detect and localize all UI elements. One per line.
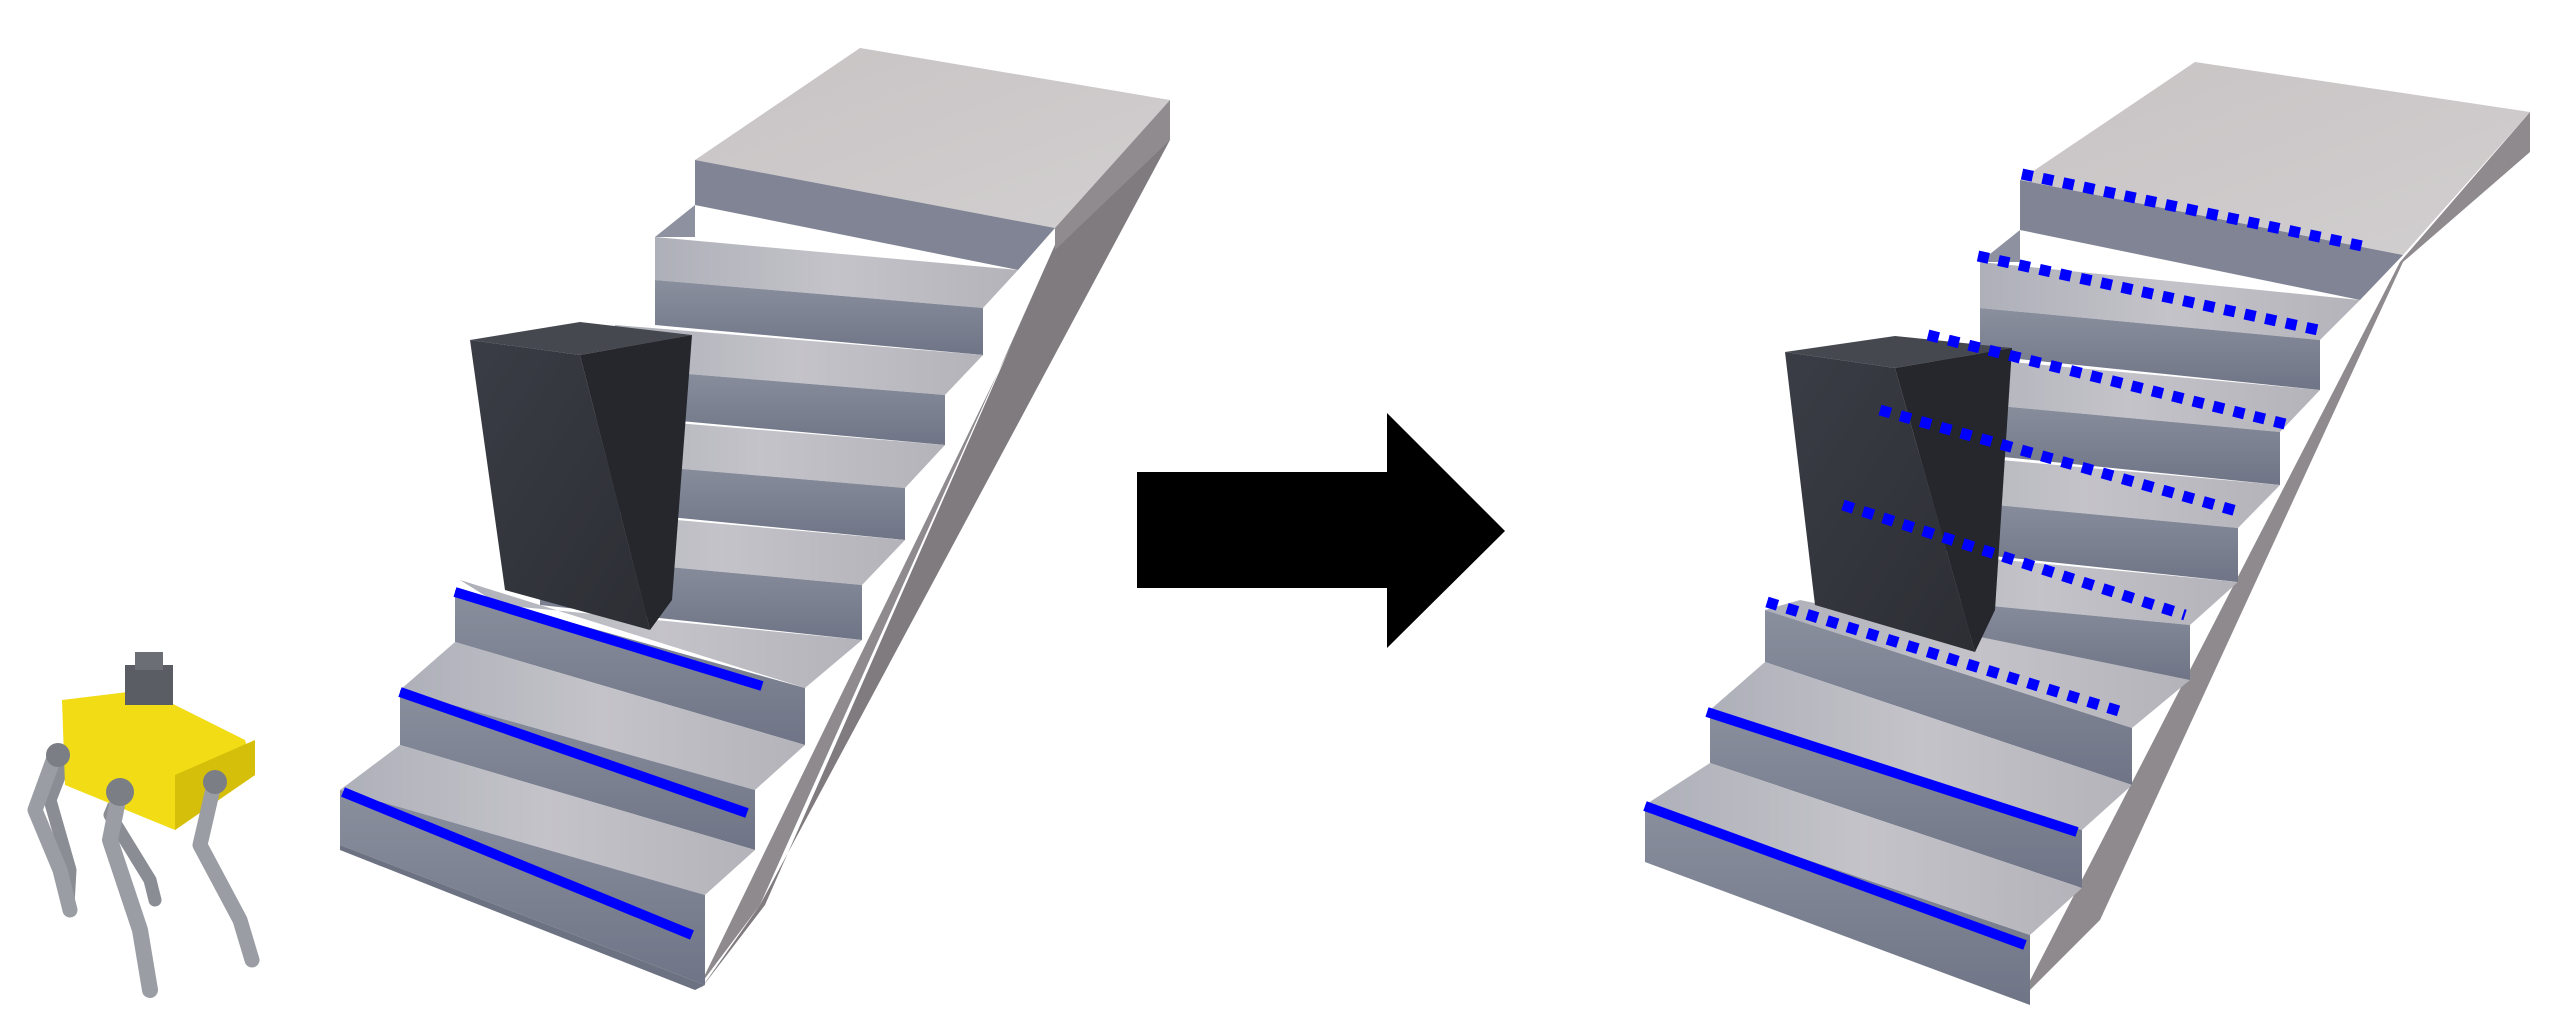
step-tread <box>1710 662 2132 830</box>
step-riser <box>1935 400 2280 485</box>
edge-line-observed <box>453 587 764 691</box>
step-tread <box>615 325 983 395</box>
step-riser <box>655 280 983 355</box>
right-arrow-icon <box>1137 413 1505 648</box>
robot-sensor <box>125 665 173 705</box>
step-riser <box>1765 610 2132 785</box>
step-riser <box>655 205 695 237</box>
box-front <box>470 340 650 630</box>
step-riser <box>1980 308 2320 390</box>
edge-lines-before <box>341 587 764 940</box>
robot-joint <box>46 743 70 767</box>
robot-leg <box>102 782 158 998</box>
quadruped-robot <box>27 652 260 998</box>
staircase-before <box>340 48 1170 990</box>
step-riser <box>400 690 755 850</box>
stair-stringer <box>2020 112 2530 1000</box>
robot-leg <box>27 747 78 918</box>
staircase-after <box>1645 62 2530 1005</box>
robot-leg <box>192 772 260 968</box>
edge-line-inferred <box>1976 250 2320 336</box>
edge-line-inferred <box>1841 499 2187 621</box>
box-front <box>1785 352 1975 652</box>
step-riser <box>615 368 945 445</box>
step-riser <box>1645 805 2030 1005</box>
robot-sensor-top <box>135 652 163 670</box>
top-landing-side <box>1055 100 1170 250</box>
step-tread <box>1935 355 2320 432</box>
robot-joint <box>106 778 134 806</box>
edge-line-observed <box>1643 801 2027 950</box>
edge-line-observed <box>398 687 749 818</box>
step-riser <box>1710 710 2082 888</box>
step-riser <box>1980 230 2020 262</box>
stair-stringer-side <box>700 140 1170 990</box>
step-tread <box>655 237 1018 308</box>
edge-line-inferred <box>2020 168 2364 252</box>
step-riser <box>455 590 805 745</box>
top-landing-front <box>695 160 1055 270</box>
edge-line-observed <box>341 787 694 940</box>
step-tread <box>460 580 862 688</box>
top-landing <box>2020 62 2530 255</box>
step-tread <box>400 642 805 790</box>
step-riser <box>340 845 705 990</box>
step-tread <box>340 745 755 895</box>
step-riser <box>340 790 705 985</box>
box-side <box>580 335 692 630</box>
edge-lines-after <box>1643 168 2364 950</box>
box-obstacle-before <box>470 322 692 630</box>
robot-joint <box>203 770 227 794</box>
step-tread <box>1645 763 2082 935</box>
top-landing-front <box>2020 180 2403 300</box>
edge-line-observed <box>1705 707 2079 837</box>
stair-stringer <box>700 100 1170 985</box>
box-top <box>470 322 692 355</box>
box-obstacle-after <box>1785 336 2012 652</box>
top-landing <box>695 48 1170 228</box>
